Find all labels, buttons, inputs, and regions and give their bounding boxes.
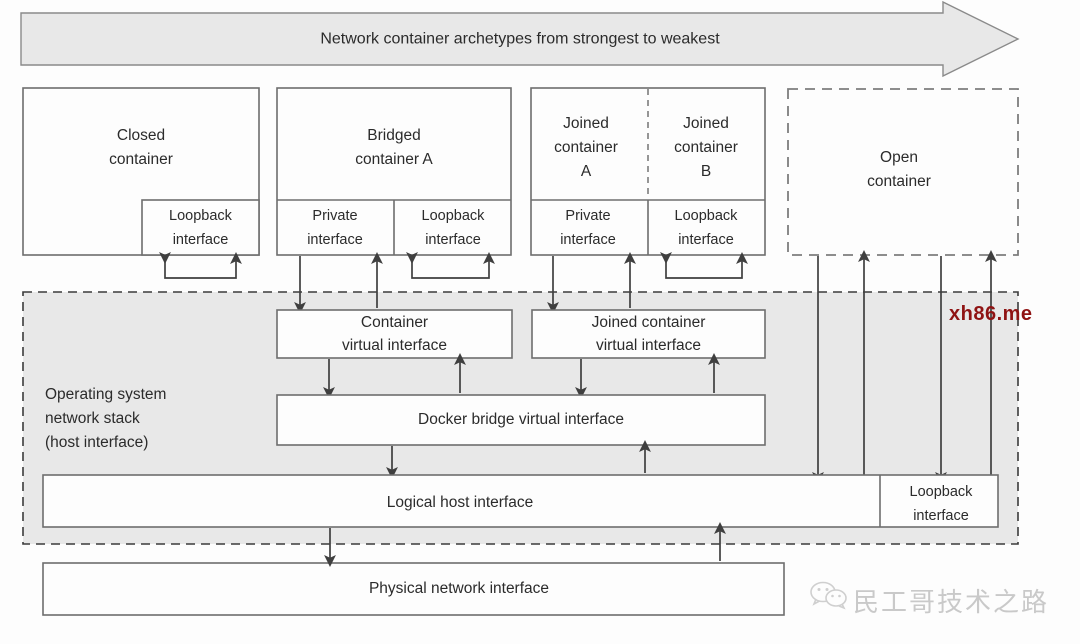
joined-container-virtual-interface-box: Joined container virtual interface [531,309,766,359]
joined-a-label-line1: Joined [563,115,609,132]
bridged-loopback-arrow [406,252,495,279]
bridged-private-to-vif-arrows [294,252,383,314]
docker-bridge-label: Docker bridge virtual interface [418,411,624,428]
docker-bridge-host-arrows [386,440,651,479]
joined-private-to-vif-arrows [547,252,636,314]
docker-bridge-virtual-interface-box: Docker bridge virtual interface [276,394,766,446]
joined-b-label-line3: B [701,163,711,180]
os-stack-label-line1: Operating system [45,386,166,403]
open-container-box: Open container [787,88,1019,256]
closed-loopback-interface-box [141,199,260,256]
closed-container-label-line2: container [109,151,173,168]
closed-container-box: Closed container Loopback interface [22,87,260,256]
physical-network-interface-box: Physical network interface [42,562,785,616]
open-container-label-line2: container [867,173,931,190]
joined-private-label-line2: interface [560,232,616,248]
container-vif-label-line2: virtual interface [342,337,447,354]
container-virtual-interface-box: Container virtual interface [276,309,513,359]
closed-loopback-arrow [159,252,242,279]
header-banner-label: Network container archetypes from strong… [320,31,720,48]
joined-loopback-label-line1: Loopback [675,208,739,224]
logical-host-interface-label: Logical host interface [387,494,533,511]
open-container-label-line1: Open [880,149,918,166]
os-stack-label-line3: (host interface) [45,434,148,451]
joined-private-label-line1: Private [565,208,610,224]
open-container-host-arrows [812,250,997,484]
joined-b-label-line1: Joined [683,115,729,132]
joined-vif-label-line1: Joined container [592,314,706,331]
container-vif-label-line1: Container [361,314,428,331]
bridged-container-box: Bridged container A Private interface Lo… [276,87,512,256]
os-stack-label-line2: network stack [45,410,140,427]
physical-network-interface-label: Physical network interface [369,580,549,597]
header-banner: Network container archetypes from strong… [20,0,1020,78]
container-vif-bridge-arrows [323,353,466,399]
closed-loopback-label-line1: Loopback [169,208,233,224]
joined-vif-label-line2: virtual interface [596,337,701,354]
joined-a-label-line2: container [554,139,618,156]
bridged-container-label-line1: Bridged [367,127,420,144]
watermark-xh86: xh86.me [949,303,1033,325]
host-loopback-label-line1: Loopback [910,484,974,500]
joined-a-label-line3: A [581,163,592,180]
host-to-physical-arrows [324,522,726,567]
closed-loopback-label-line2: interface [173,232,229,248]
joined-vif-bridge-arrows [575,353,720,399]
closed-container-label-line1: Closed [117,127,165,144]
host-loopback-label-line2: interface [913,508,969,524]
logical-host-interface-box: Logical host interface Loopback interfac… [42,474,999,528]
joined-loopback-arrow [660,252,748,279]
joined-loopback-label-line2: interface [678,232,734,248]
bridged-private-label-line1: Private [312,208,357,224]
bridged-private-label-line2: interface [307,232,363,248]
joined-b-label-line2: container [674,139,738,156]
watermark-chinese: 民工哥技术之路 [853,588,1050,618]
bridged-loopback-label-line2: interface [425,232,481,248]
bridged-loopback-label-line1: Loopback [422,208,486,224]
joined-container-box: Joined container A Joined container B Pr… [530,87,766,256]
bridged-container-label-line2: container A [355,151,433,168]
